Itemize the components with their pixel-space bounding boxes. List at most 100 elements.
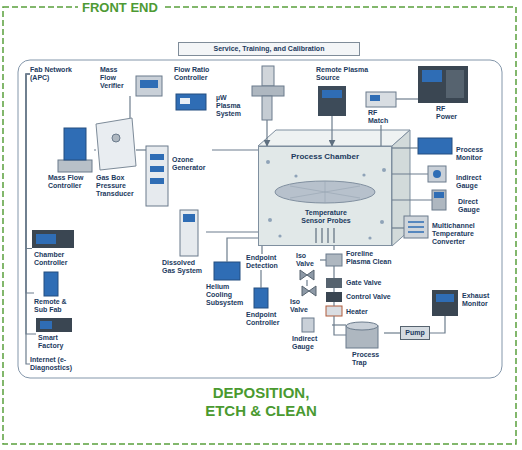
component-label: Internet (e-Diagnostics) [30, 356, 94, 372]
magnetron-icon [262, 66, 274, 86]
controller-panel [36, 234, 56, 244]
heater: Heater [326, 306, 386, 316]
gate-valve: Gate Valve [326, 278, 396, 288]
rf-match-panel [370, 95, 380, 101]
gauge-icon [428, 166, 446, 182]
component-label: Indirect Gauge [292, 335, 332, 351]
endpoint-controller-icon [254, 288, 268, 308]
rf-power: RF Power [418, 66, 468, 121]
process-chamber: Process ChamberTemperature Sensor Probes [258, 146, 392, 246]
wafer [275, 181, 375, 203]
temperature-probe [316, 228, 334, 243]
component-label: Gate Valve [346, 279, 396, 287]
gas-box: Gas Box Pressure Transducer [96, 118, 136, 198]
component-label: Control Valve [346, 293, 406, 301]
flow-ratio-controller: Flow Ratio Controller [174, 66, 212, 110]
pipe-connector [392, 173, 428, 174]
component-label: Pump [405, 329, 424, 337]
pipe-connector [333, 246, 334, 250]
heater-icon [326, 306, 342, 316]
ozone-panel [150, 166, 164, 172]
endpoint-detection: Endpoint Detection [246, 254, 284, 270]
plasma-system: µW Plasma System [216, 66, 284, 120]
pipe-connector [331, 116, 332, 146]
pipe-connector [430, 316, 445, 333]
bubble [368, 236, 371, 239]
iso-valve-symbol [302, 286, 316, 296]
remote-plasma-icon [318, 86, 346, 116]
rf-power-icon [418, 66, 468, 103]
waveguide-icon [252, 86, 284, 96]
iso-valve: Iso Valve [296, 252, 320, 280]
process-monitor: Process Monitor [418, 138, 492, 162]
gauge-panel [434, 192, 444, 198]
component-label: Heater [346, 308, 386, 316]
exhaust-monitor-panel [436, 294, 454, 302]
applicator-icon [262, 96, 272, 120]
component-label: Direct Gauge [458, 198, 488, 214]
pressure-gauge: Indirect Gauge [292, 318, 332, 351]
remote-plasma-source: Remote Plasma Source [316, 66, 378, 116]
rf-match-icon [366, 92, 396, 107]
pipe-connector [212, 149, 258, 150]
sub-label: Temperature Sensor Probes [294, 209, 358, 225]
remote-plasma-panel [322, 90, 342, 98]
verifier-panel [140, 80, 158, 88]
component-label: RF Power [436, 105, 462, 121]
control-valve: Control Valve [326, 292, 406, 302]
component-label: Smart Factory [38, 334, 72, 350]
converter-ports [408, 222, 424, 232]
pressure-gauge: Indirect Gauge [428, 166, 490, 190]
component-label: Dissolved Gas System [162, 259, 206, 275]
diagram-title: FRONT END [78, 0, 162, 15]
component-label: Remote & Sub Fab [34, 298, 74, 314]
pipe-connector [384, 332, 400, 333]
internet-link: Internet (e-Diagnostics) [30, 356, 94, 372]
controller-icon [32, 230, 74, 248]
component-label: Iso Valve [296, 252, 320, 268]
flow-ratio-panel [180, 98, 190, 104]
helium-cooling: Helium Cooling Subsystem [206, 262, 246, 307]
component-label: Service, Training, and Calibration [214, 45, 325, 53]
component-label: Helium Cooling Subsystem [206, 283, 246, 307]
rf-match: RF Match [366, 92, 396, 125]
pipe-connector [392, 227, 404, 228]
process-trap-lid [346, 322, 378, 330]
component-label: Chamber Controller [34, 251, 74, 267]
endpoint-controller: Endpoint Controller [246, 288, 288, 327]
gauge-icon [432, 190, 446, 210]
ozone-generator: Ozone Generator [146, 146, 212, 206]
service-bar: Service, Training, and Calibration [178, 42, 360, 56]
chamber-controller: Chamber Controller [32, 230, 74, 267]
pipe-connector [332, 324, 346, 325]
pipe-connector [260, 270, 261, 288]
ozone-panel [150, 178, 164, 184]
component-label: Remote Plasma Source [316, 66, 378, 82]
pipe-connector [266, 120, 267, 146]
converter-icon [404, 216, 428, 238]
component-label: Iso Valve [290, 298, 314, 314]
gauge-dial [433, 170, 441, 178]
mfc-base [58, 160, 92, 172]
system-frame [18, 60, 502, 378]
mass-flow-controller: Mass Flow Controller [48, 128, 94, 190]
dissolved-gas-panel [183, 214, 195, 222]
temperature-converter: Multichannel Temperature Converter [404, 216, 488, 246]
pipe-connector [26, 74, 34, 293]
component-label: Fab Network (APC) [30, 66, 80, 82]
gate-valve-icon [326, 278, 342, 288]
component-label: Exhaust Monitor [462, 292, 498, 308]
pipe-connector [129, 96, 130, 118]
bubble [266, 160, 270, 164]
wafer-grid [290, 181, 360, 203]
pipe-connector [392, 199, 432, 200]
component-label: µW Plasma System [216, 94, 248, 118]
bubble [382, 168, 386, 172]
component-label: Process Chamber [259, 152, 391, 162]
dissolved-gas-icon [180, 210, 198, 256]
component-label: Flow Ratio Controller [174, 66, 212, 82]
pipe-connector [333, 266, 334, 278]
pipe-connector [261, 246, 262, 254]
component-label: Process Trap [352, 351, 384, 367]
